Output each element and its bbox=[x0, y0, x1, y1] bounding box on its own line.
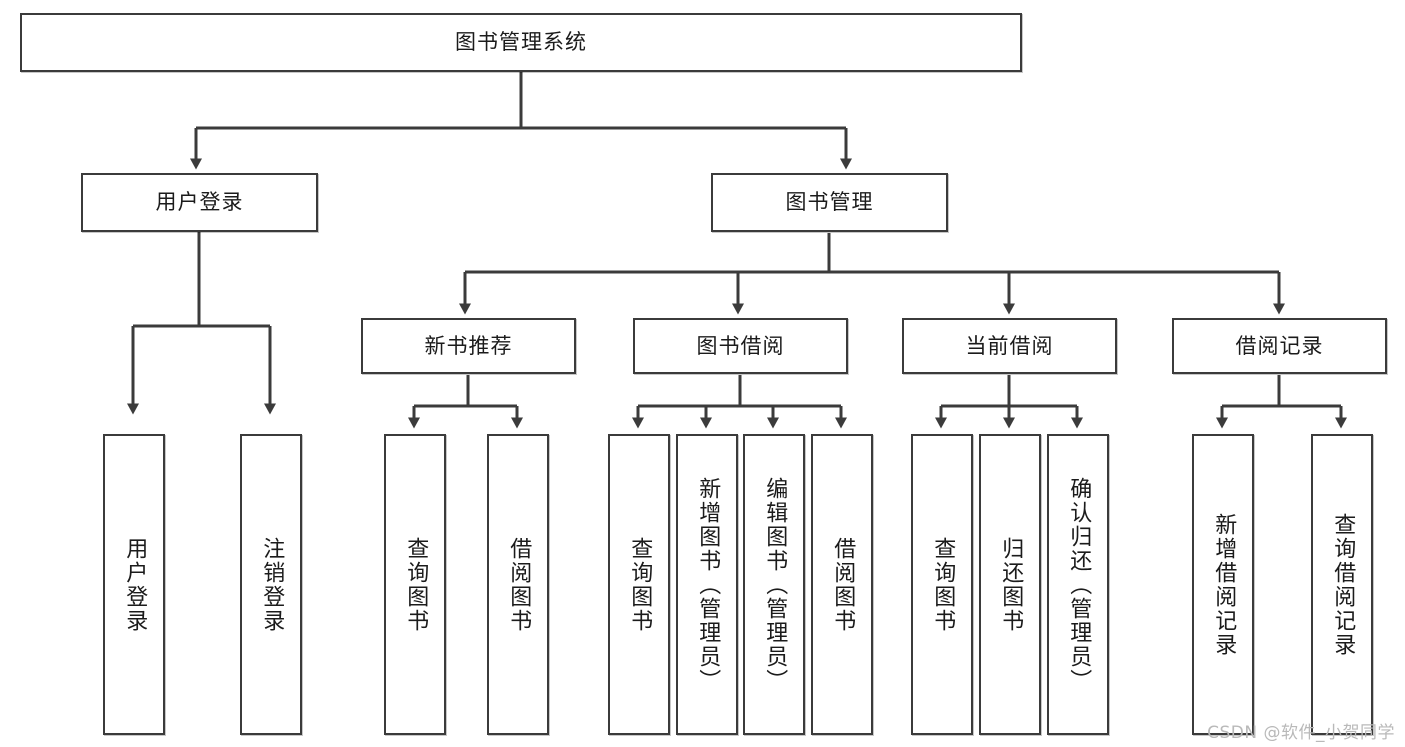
leaf-add-book[interactable]: 新增图书（管理员） bbox=[676, 434, 738, 735]
leaf-confirm-return-label: 确认归还（管理员） bbox=[1066, 476, 1092, 693]
node-new-book-recommend[interactable]: 新书推荐 bbox=[361, 318, 576, 374]
leaf-borrow-book-label: 借阅图书 bbox=[830, 536, 856, 633]
leaf-edit-book-label: 编辑图书（管理员） bbox=[762, 476, 788, 693]
node-root-label: 图书管理系统 bbox=[455, 30, 587, 55]
leaf-query-book-current[interactable]: 查询图书 bbox=[911, 434, 973, 735]
leaf-query-book-borrow-label: 查询图书 bbox=[627, 536, 653, 633]
csdn-watermark: CSDN @软件_小贺同学 bbox=[1207, 723, 1395, 743]
node-borrow-record-label: 借阅记录 bbox=[1235, 333, 1324, 358]
leaf-return-book[interactable]: 归还图书 bbox=[979, 434, 1041, 735]
leaf-edit-book[interactable]: 编辑图书（管理员） bbox=[743, 434, 805, 735]
leaf-return-book-label: 归还图书 bbox=[998, 536, 1024, 633]
leaf-borrow-book[interactable]: 借阅图书 bbox=[811, 434, 873, 735]
leaf-borrow-book-new[interactable]: 借阅图书 bbox=[487, 434, 549, 735]
leaf-add-book-label: 新增图书（管理员） bbox=[695, 476, 721, 693]
leaf-confirm-return[interactable]: 确认归还（管理员） bbox=[1047, 434, 1109, 735]
leaf-query-book-current-label: 查询图书 bbox=[930, 536, 956, 633]
node-book-manage[interactable]: 图书管理 bbox=[711, 173, 948, 232]
node-book-borrow[interactable]: 图书借阅 bbox=[633, 318, 848, 374]
node-user-login[interactable]: 用户登录 bbox=[81, 173, 318, 232]
leaf-query-book-new-label: 查询图书 bbox=[403, 536, 429, 633]
leaf-query-borrow-record[interactable]: 查询借阅记录 bbox=[1311, 434, 1373, 735]
leaf-query-borrow-record-label: 查询借阅记录 bbox=[1330, 512, 1356, 657]
leaf-query-book-new[interactable]: 查询图书 bbox=[384, 434, 446, 735]
leaf-add-borrow-record-label: 新增借阅记录 bbox=[1211, 512, 1237, 657]
node-book-borrow-label: 图书借阅 bbox=[696, 333, 785, 358]
leaf-logout-label: 注销登录 bbox=[259, 536, 285, 633]
node-book-manage-label: 图书管理 bbox=[785, 190, 874, 215]
node-user-login-label: 用户登录 bbox=[155, 190, 244, 215]
leaf-user-login[interactable]: 用户登录 bbox=[103, 434, 165, 735]
leaf-user-login-label: 用户登录 bbox=[122, 536, 148, 633]
leaf-borrow-book-new-label: 借阅图书 bbox=[506, 536, 532, 633]
node-root[interactable]: 图书管理系统 bbox=[20, 13, 1022, 72]
leaf-add-borrow-record[interactable]: 新增借阅记录 bbox=[1192, 434, 1254, 735]
leaf-query-book-borrow[interactable]: 查询图书 bbox=[608, 434, 670, 735]
node-borrow-record[interactable]: 借阅记录 bbox=[1172, 318, 1387, 374]
node-current-borrow[interactable]: 当前借阅 bbox=[902, 318, 1117, 374]
node-new-book-recommend-label: 新书推荐 bbox=[424, 333, 513, 358]
node-current-borrow-label: 当前借阅 bbox=[965, 333, 1054, 358]
leaf-logout[interactable]: 注销登录 bbox=[240, 434, 302, 735]
